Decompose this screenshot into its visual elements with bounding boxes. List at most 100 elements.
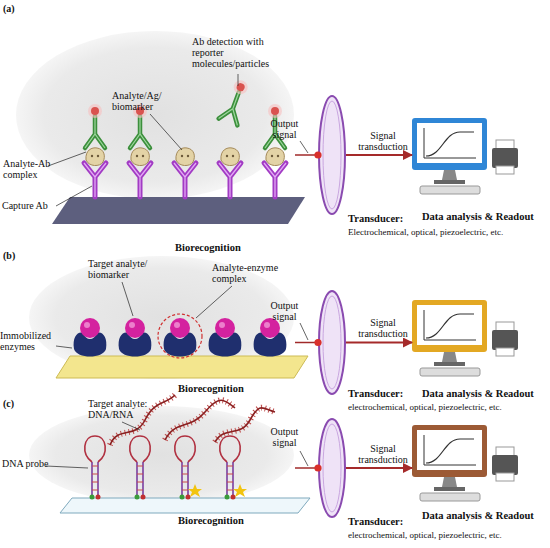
- biorecognition-zone: Biorecognition: [15, 30, 295, 200]
- dna-strand: [110, 395, 175, 445]
- computer-icon: [412, 118, 518, 194]
- transduction-arrow: [346, 467, 412, 469]
- leader-line: [46, 466, 88, 468]
- sensor-substrate: [56, 356, 308, 378]
- part-label: Capture Ab: [2, 200, 60, 211]
- hairpin-probe: [85, 436, 105, 500]
- target-analyte: [125, 318, 145, 338]
- enzyme: [209, 333, 242, 357]
- node-heading: Data analysis & Readout: [422, 211, 550, 223]
- transducer: Transducer:electrochemical, optical, pie…: [318, 290, 346, 395]
- analytes: [86, 148, 284, 166]
- target-analyte: [80, 318, 100, 338]
- transducer-ellipse: [319, 96, 345, 214]
- leader-line: [238, 74, 239, 86]
- leader-line: [122, 282, 133, 316]
- biorecognition-ellipse: [29, 256, 294, 379]
- transducer-inner-ring: [323, 101, 341, 209]
- biorecognition-ellipse: [16, 31, 294, 199]
- leader-lines: [56, 282, 308, 348]
- dna-strand: [110, 395, 175, 445]
- capture-antibodies: [84, 163, 286, 197]
- biorecognition-ellipse: [29, 406, 294, 504]
- dna-probes: [85, 436, 240, 500]
- leader-line: [56, 186, 92, 206]
- dna-strand: [215, 408, 275, 442]
- transduction-arrow: [346, 154, 412, 156]
- leader-lines: [48, 74, 308, 206]
- edge-label: Signal transduction: [352, 130, 414, 152]
- readout-computer: Data analysis & Readout: [412, 118, 522, 203]
- node-heading: Biorecognition: [178, 515, 278, 527]
- fluorophore-star: [188, 484, 202, 497]
- node-heading: Biorecognition: [178, 383, 278, 395]
- analyte: [266, 148, 284, 166]
- transducer-inner-ring: [323, 424, 341, 512]
- enzyme: [119, 333, 152, 357]
- signal-line: [295, 342, 318, 344]
- transducer-ellipse: [319, 419, 345, 517]
- detection-antibody: [130, 104, 150, 148]
- node-description: electrochemical, optical, piezoelectric,…: [348, 402, 550, 412]
- detection-antibodies: [85, 77, 285, 148]
- panel-letter: (b): [3, 250, 28, 261]
- detection-antibody: [85, 104, 105, 148]
- signal-line: [295, 154, 318, 156]
- analyte: [86, 148, 104, 166]
- readout-computer: Data analysis & Readout: [412, 425, 522, 505]
- hairpin-probe: [220, 436, 240, 500]
- capture-antibody: [129, 163, 151, 197]
- target-analytes: [80, 318, 280, 338]
- signal-line: [295, 467, 318, 469]
- sensor-substrate: [60, 498, 310, 513]
- computer-icon: [412, 300, 518, 376]
- fluorophore-star: [233, 484, 247, 497]
- enzyme: [254, 333, 287, 357]
- leader-line: [300, 323, 308, 340]
- leader-line: [122, 422, 140, 430]
- analyte: [131, 148, 149, 166]
- sensor-substrate: [52, 197, 305, 224]
- target-analyte: [170, 318, 190, 338]
- complex-highlight: [158, 314, 202, 358]
- transducer-inner-ring: [323, 296, 341, 389]
- detection-antibody: [265, 104, 285, 148]
- transducer-outline: [318, 418, 346, 518]
- dna-strand: [165, 400, 235, 440]
- node-heading: Data analysis & Readout: [422, 510, 550, 522]
- transducer-outline: [318, 290, 346, 395]
- dna-strand: [165, 400, 235, 440]
- enzyme: [164, 333, 197, 357]
- leader-line: [300, 141, 308, 153]
- transducer: Transducer:Electrochemical, optical, pie…: [318, 95, 346, 215]
- panel-letter: (a): [3, 3, 28, 14]
- zone-outline: [15, 30, 295, 200]
- leader-line: [56, 346, 72, 348]
- readout-computer: Data analysis & Readout: [412, 300, 522, 380]
- zone-outline: [28, 255, 295, 380]
- node-description: Electrochemical, optical, piezoelectric,…: [348, 227, 550, 237]
- analyte: [221, 148, 239, 166]
- analyte: [176, 148, 194, 166]
- transduction-arrow: [346, 342, 412, 344]
- dna-strand: [215, 408, 275, 442]
- leader-line: [150, 114, 182, 150]
- enzyme: [74, 333, 107, 357]
- transducer-ellipse: [319, 291, 345, 394]
- transducer: Transducer:electrochemical, optical, pie…: [318, 418, 346, 518]
- computer-icon: [412, 425, 518, 501]
- leader-line: [300, 451, 308, 466]
- leader-line: [48, 152, 86, 166]
- capture-antibody: [84, 163, 106, 197]
- edge-label: Signal transduction: [352, 443, 414, 465]
- leader-lines: [46, 422, 308, 468]
- node-description: electrochemical, optical, piezoelectric,…: [348, 530, 550, 540]
- hairpin-probe: [175, 436, 195, 500]
- capture-antibody: [174, 163, 196, 197]
- panel-letter: (c): [3, 398, 28, 409]
- transducer-outline: [318, 95, 346, 215]
- hairpin-probe: [130, 436, 150, 500]
- capture-antibody: [219, 163, 241, 197]
